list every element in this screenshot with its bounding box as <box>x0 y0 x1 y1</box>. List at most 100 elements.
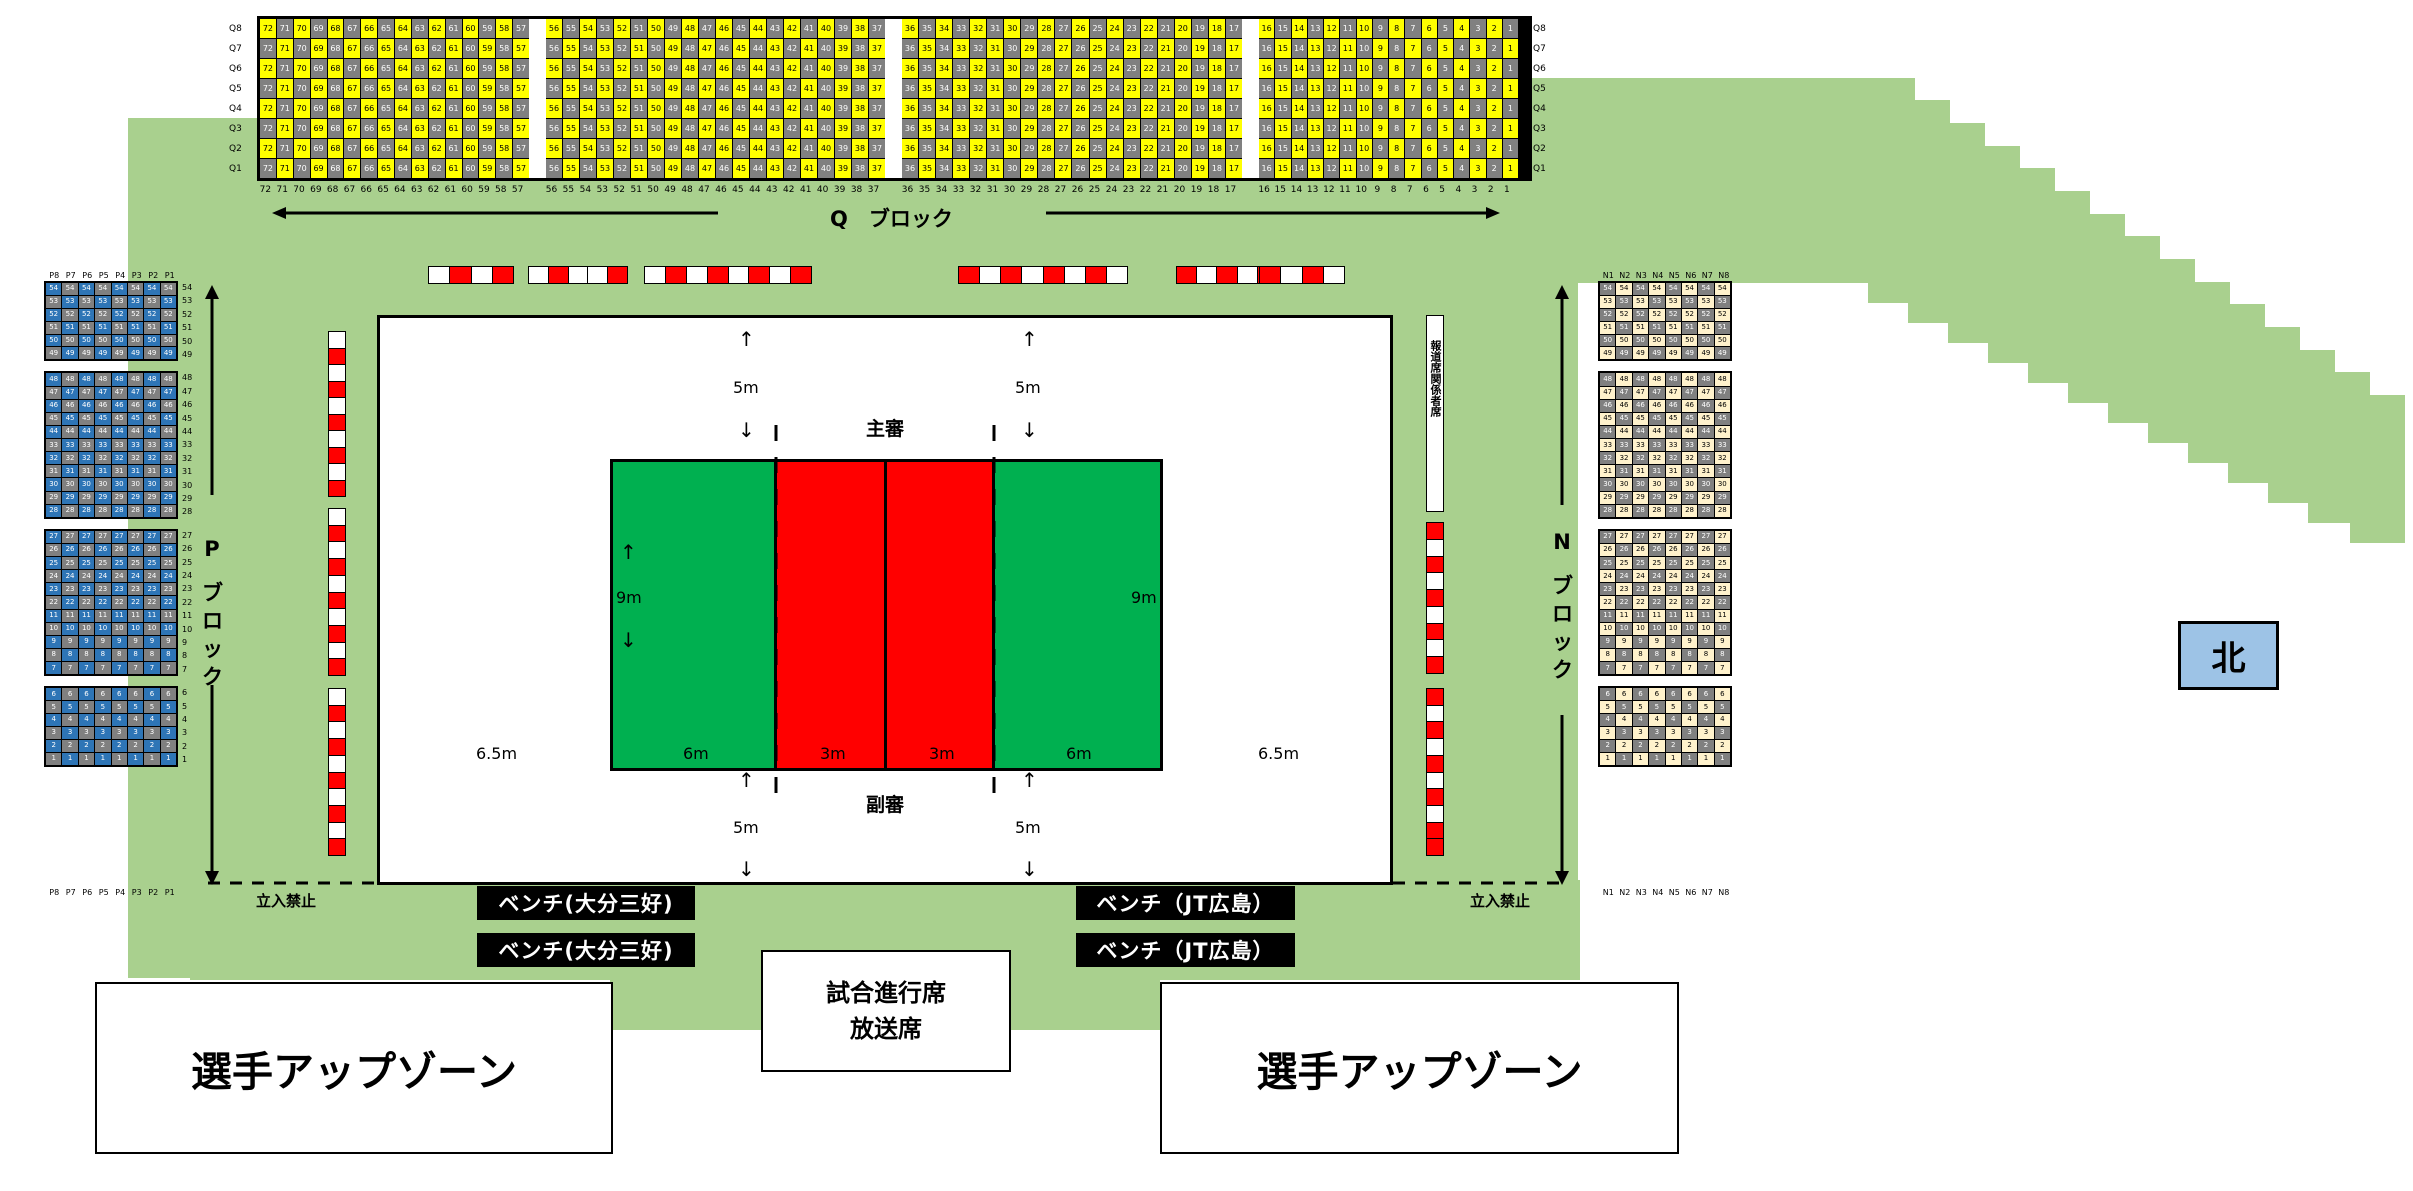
seat: 11 <box>1340 19 1356 38</box>
seat: 26 <box>1616 543 1632 557</box>
seat: 11 <box>1340 159 1356 178</box>
seat: 25 <box>1089 19 1106 38</box>
q-col-label: 60 <box>461 185 473 195</box>
seat: 54 <box>580 119 596 138</box>
red-seat <box>329 838 345 856</box>
seat: 10 <box>1665 622 1681 635</box>
seat: 46 <box>127 399 144 412</box>
seat: 54 <box>1698 283 1714 295</box>
seat: 7 <box>62 662 78 675</box>
seat: 59 <box>479 119 496 138</box>
seat: 1 <box>1502 139 1518 158</box>
seat: 5 <box>46 701 62 713</box>
seat: 46 <box>716 19 732 38</box>
seat: 35 <box>919 139 936 158</box>
q-row-label: Q2 <box>1533 144 1546 154</box>
seat: 58 <box>496 99 513 118</box>
col-label: N5 <box>1668 888 1680 897</box>
arrow-down-4: ↓ <box>1021 857 1038 881</box>
seat: 23 <box>1681 583 1698 596</box>
p-row-label: 6 <box>182 688 188 698</box>
seat: 2 <box>62 739 78 752</box>
seat: 29 <box>111 491 127 504</box>
dist-6m-right: 6m <box>1066 744 1092 763</box>
seat: 35 <box>919 99 936 118</box>
seat: 24 <box>1714 570 1730 583</box>
seat: 69 <box>310 39 327 58</box>
seat: 50 <box>1600 334 1616 347</box>
seat: 45 <box>1714 412 1730 425</box>
seat: 4 <box>1454 19 1470 38</box>
q-col-label: 70 <box>293 185 305 195</box>
red-seat <box>329 658 345 676</box>
seat: 25 <box>111 557 127 570</box>
q-row-label: Q5 <box>229 84 242 94</box>
seat: 67 <box>344 99 361 118</box>
seat: 5 <box>1632 701 1649 713</box>
seat: 1 <box>1502 99 1518 118</box>
seat: 11 <box>1340 79 1356 98</box>
seat: 6 <box>46 688 62 701</box>
seat: 25 <box>144 557 160 570</box>
seat: 1 <box>1632 752 1649 765</box>
seat: 47 <box>144 386 160 399</box>
seat: 30 <box>1600 478 1616 491</box>
seat: 69 <box>310 119 327 138</box>
seat: 28 <box>1038 39 1055 58</box>
seat: 52 <box>614 79 630 98</box>
seat: 32 <box>970 159 987 178</box>
seat: 7 <box>1405 19 1421 38</box>
seat: 28 <box>1698 504 1714 517</box>
seat: 28 <box>1714 504 1730 517</box>
seat: 44 <box>160 425 176 439</box>
seat: 24 <box>1600 570 1616 583</box>
seat: 20 <box>1174 79 1191 98</box>
seat: 28 <box>160 504 176 517</box>
q-row-label: Q1 <box>1533 164 1546 174</box>
seat: 22 <box>111 596 127 609</box>
seat: 53 <box>1665 295 1681 308</box>
seat: 50 <box>1714 334 1730 347</box>
seat: 44 <box>62 425 78 439</box>
q-col-label: 4 <box>1455 185 1462 195</box>
q-col-label: 53 <box>596 185 609 195</box>
seat: 57 <box>513 139 529 158</box>
q-col-label: 5 <box>1439 185 1446 195</box>
seat: 18 <box>1208 79 1225 98</box>
seat: 46 <box>1681 399 1698 412</box>
seat: 7 <box>1649 662 1665 675</box>
seat: 36 <box>902 159 919 178</box>
seat: 46 <box>78 399 95 412</box>
seat: 46 <box>716 139 732 158</box>
q-col-label: 61 <box>444 185 457 195</box>
seat: 3 <box>1698 726 1714 739</box>
seat: 26 <box>1649 543 1665 557</box>
seat: 56 <box>546 39 562 58</box>
seat: 40 <box>818 159 834 178</box>
seat: 9 <box>1372 19 1388 38</box>
seat: 48 <box>160 373 176 386</box>
q-col-label: 46 <box>715 185 727 195</box>
red-seat <box>329 413 345 430</box>
seat: 3 <box>1600 726 1616 739</box>
seat: 11 <box>160 609 176 622</box>
seat: 72 <box>260 79 276 98</box>
seat: 54 <box>580 59 596 78</box>
q-col-label: 41 <box>799 185 812 195</box>
seat: 3 <box>1470 39 1486 58</box>
seat: 41 <box>801 159 817 178</box>
seat: 24 <box>1106 39 1123 58</box>
seat: 52 <box>614 19 630 38</box>
seat: 4 <box>1454 99 1470 118</box>
seat: 20 <box>1174 19 1191 38</box>
q-row-label: Q7 <box>1533 44 1546 54</box>
col-label: P8 <box>49 888 60 897</box>
seat: 54 <box>1649 283 1665 295</box>
seat: 30 <box>1004 19 1021 38</box>
seat: 32 <box>1649 452 1665 465</box>
seat: 7 <box>1405 159 1421 178</box>
seat: 47 <box>699 159 715 178</box>
seat: 13 <box>1307 39 1323 58</box>
seat: 49 <box>78 347 95 360</box>
